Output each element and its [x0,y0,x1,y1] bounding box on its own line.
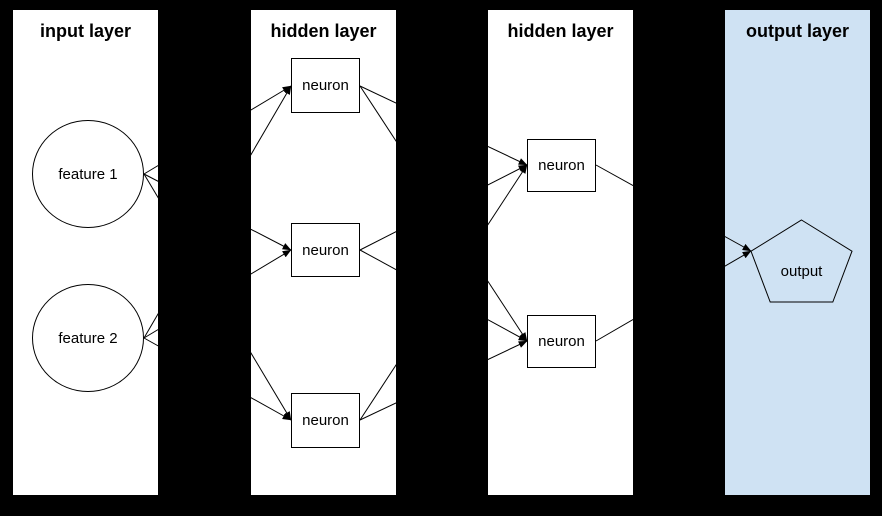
node-feature-1-label: feature 1 [58,165,118,183]
node-hidden1-neuron-1[interactable]: neuron [291,58,360,113]
node-hidden1-neuron-3[interactable]: neuron [291,393,360,448]
node-hidden1-neuron-1-label: neuron [302,77,349,94]
node-hidden1-neuron-2[interactable]: neuron [291,223,360,277]
node-hidden1-neuron-2-label: neuron [302,241,349,259]
node-feature-1[interactable]: feature 1 [32,120,144,228]
node-hidden2-neuron-1[interactable]: neuron [527,139,596,192]
panel-input-layer: input layer [13,10,158,495]
node-output-pentagon[interactable] [750,219,853,303]
node-hidden2-neuron-2[interactable]: neuron [527,315,596,368]
hidden-layer-1-title: hidden layer [270,21,377,41]
node-hidden1-neuron-3-label: neuron [302,412,349,429]
node-feature-2-label: feature 2 [58,329,118,347]
node-feature-2[interactable]: feature 2 [32,284,144,392]
input-layer-title: input layer [39,21,132,41]
node-hidden2-neuron-2-label: neuron [538,333,585,350]
output-layer-title: output layer [745,21,849,41]
node-hidden2-neuron-1-label: neuron [538,157,585,174]
hidden-layer-2-title: hidden layer [507,21,614,41]
panel-hidden-layer-2: hidden layer [488,10,633,495]
